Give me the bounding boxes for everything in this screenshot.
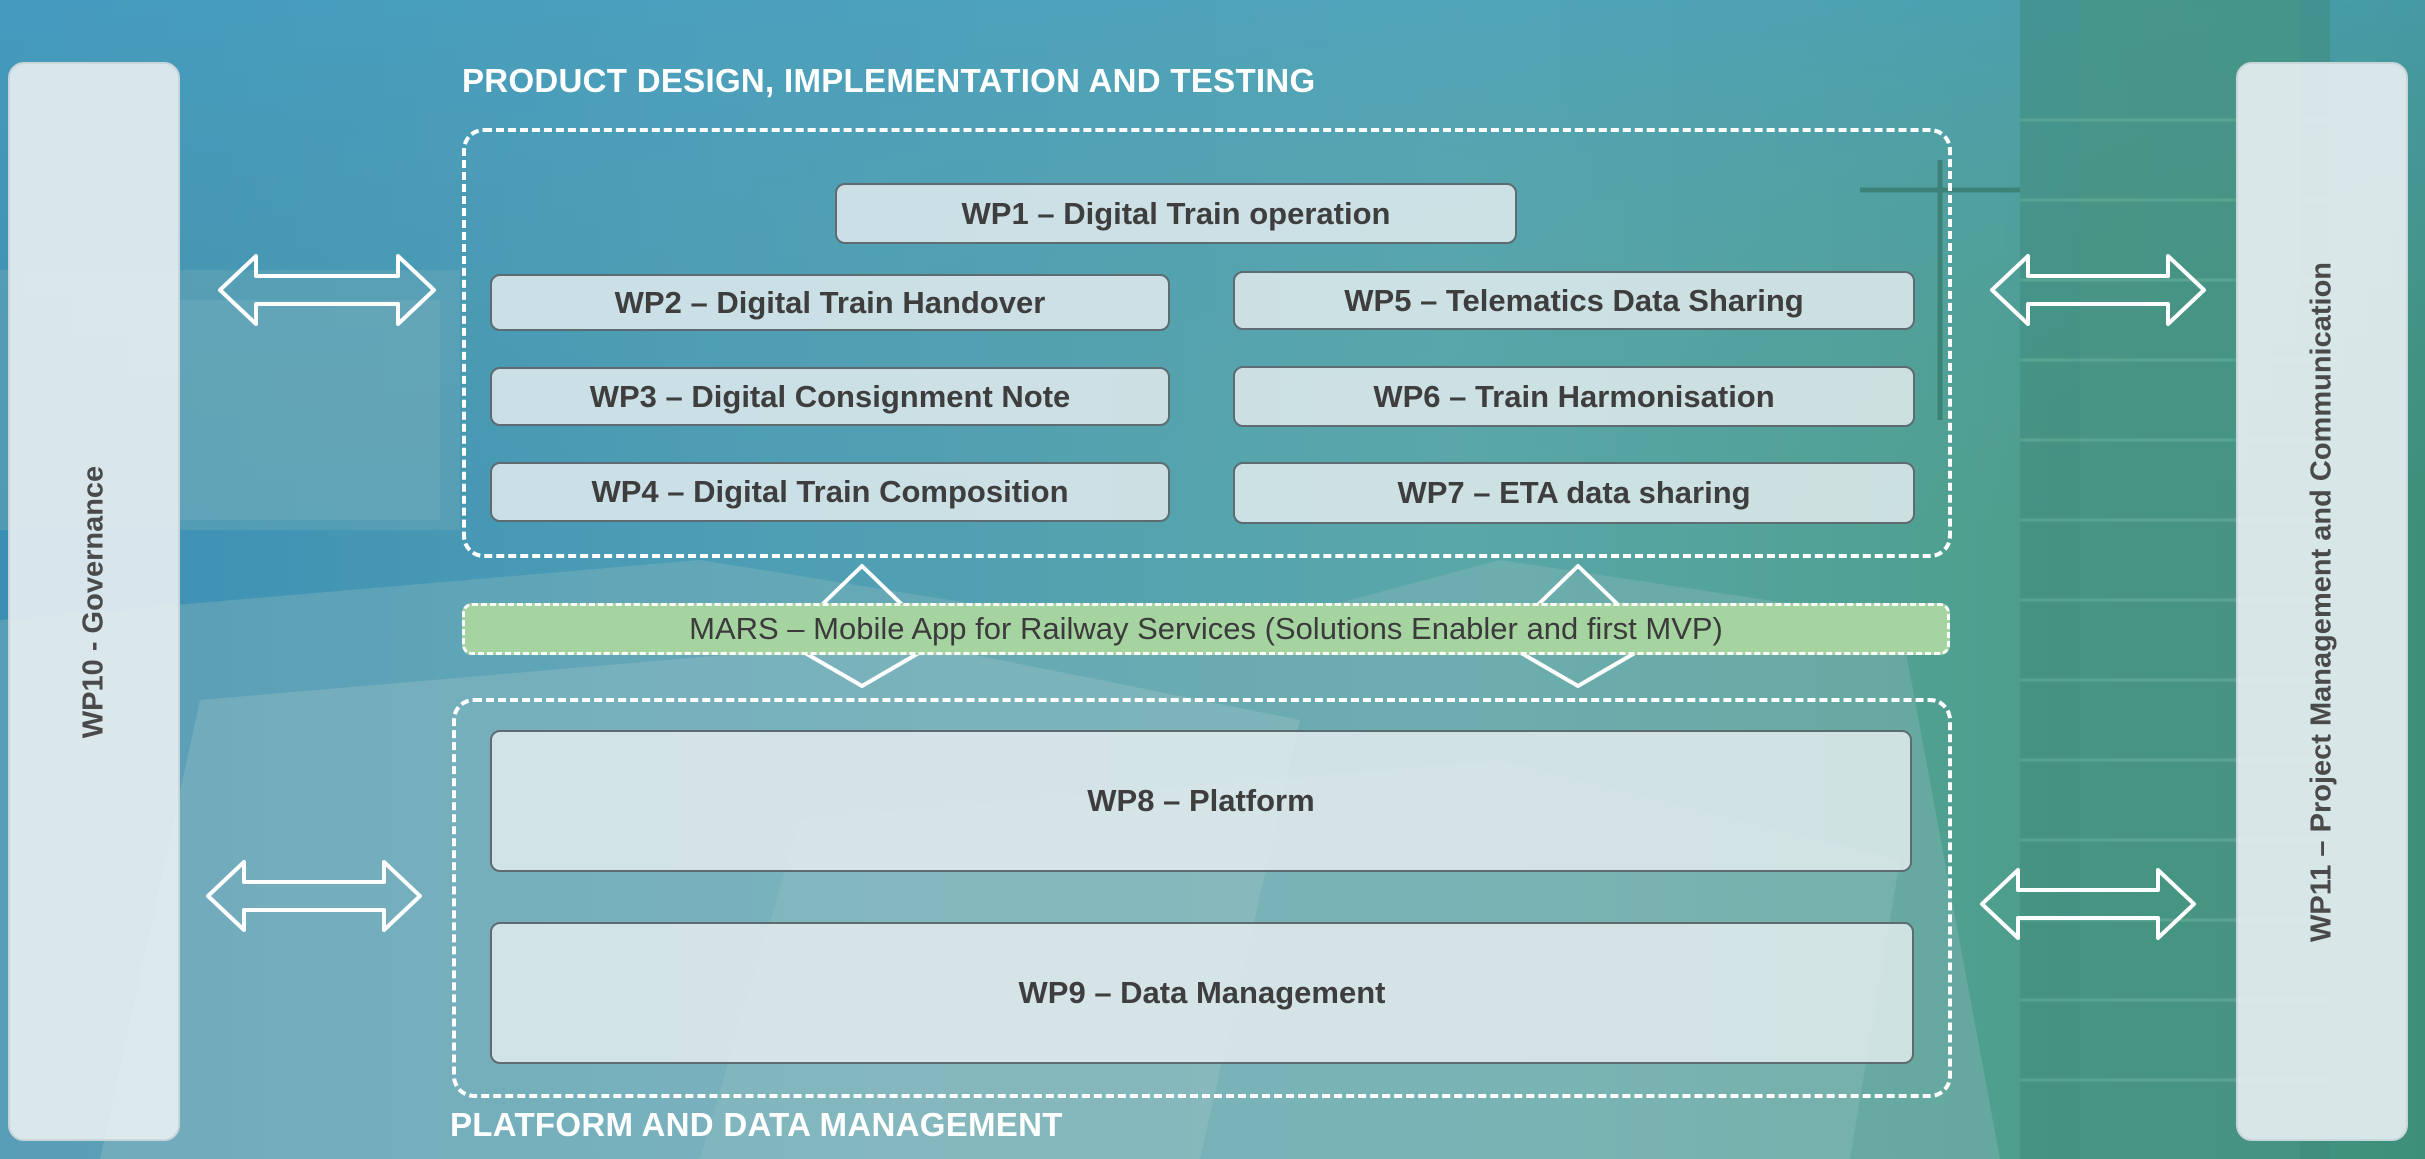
city-block <box>180 300 440 520</box>
wp7-eta-data-sharing: WP7 – ETA data sharing <box>1233 462 1915 524</box>
platform-section-label: PLATFORM AND DATA MANAGEMENT <box>450 1106 1063 1143</box>
crane <box>1860 160 2020 420</box>
double-arrow-icon <box>206 860 422 932</box>
wp9-data-management: WP9 – Data Management <box>490 922 1914 1064</box>
double-arrow-icon <box>1980 868 2196 940</box>
wp5-telematics-data-sharing: WP5 – Telematics Data Sharing <box>1233 271 1915 330</box>
product-design-group <box>462 128 1952 558</box>
wp3-digital-consignment-note: WP3 – Digital Consignment Note <box>490 367 1170 426</box>
double-arrow-icon <box>218 254 436 326</box>
product-design-section-label: PRODUCT DESIGN, IMPLEMENTATION AND TESTI… <box>462 62 1316 99</box>
double-arrow-icon <box>1990 254 2206 326</box>
wp6-train-harmonisation: WP6 – Train Harmonisation <box>1233 366 1915 427</box>
mars-bar: MARS – Mobile App for Railway Services (… <box>462 603 1950 655</box>
wp1-digital-train-operation: WP1 – Digital Train operation <box>835 183 1517 244</box>
wp2-digital-train-handover: WP2 – Digital Train Handover <box>490 274 1170 331</box>
project-management-panel: WP11 – Project Management and Communicat… <box>2236 62 2408 1141</box>
wp8-platform: WP8 – Platform <box>490 730 1912 872</box>
wp4-digital-train-composition: WP4 – Digital Train Composition <box>490 462 1170 522</box>
platform-data-group <box>452 698 1952 1098</box>
governance-panel: WP10 - Governance <box>8 62 180 1141</box>
